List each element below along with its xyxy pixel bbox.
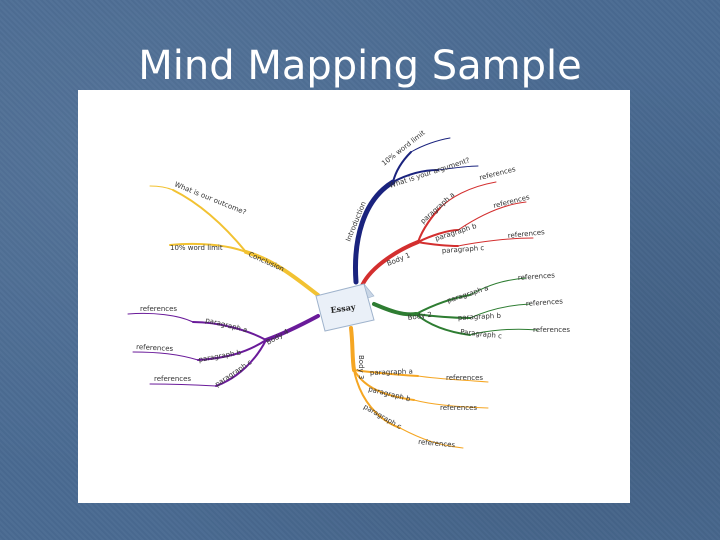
body-2-paragraph-a: paragraph a [446, 284, 489, 305]
conclusion-label: Conclusion [247, 251, 285, 274]
branch-body-3 [349, 326, 489, 449]
body-3-paragraph-b: paragraph b [368, 385, 412, 403]
body-4-label: Body 4 [265, 327, 291, 346]
conclusion-word-limit: 10% word limit [170, 244, 223, 252]
body-1-references-b: references [493, 193, 531, 210]
body-1-paragraph-c: paragraph c [442, 244, 485, 255]
body-3-paragraph-c: paragraph c [362, 403, 403, 431]
body-4-paragraph-c: paragraph c [214, 358, 254, 388]
mind-map-image: Introduction 10% word limit What is your… [78, 90, 630, 503]
body-2-references-a: references [518, 271, 556, 282]
body-1-references-a: references [479, 165, 517, 182]
slide-title: Mind Mapping Sample [138, 43, 582, 89]
body-4-paragraph-b: paragraph b [198, 349, 242, 364]
body-3-references-c: references [418, 438, 456, 449]
introduction-argument: What is your argument? [388, 156, 471, 190]
body-1-paragraph-b: paragraph b [434, 222, 478, 243]
body-4-references-c: references [154, 375, 191, 383]
body-3-label: Body 3 [357, 355, 365, 379]
body-1-label: Body 1 [386, 251, 412, 268]
branch-body-2 [372, 277, 539, 336]
mind-map-diagram: Introduction 10% word limit What is your… [127, 129, 570, 449]
body-4-references-b: references [136, 343, 174, 353]
body-2-references-c: references [533, 326, 570, 334]
conclusion-outcome: What is our outcome? [173, 180, 247, 216]
body-2-references-b: references [526, 297, 564, 308]
body-3-paragraph-a: paragraph a [370, 368, 413, 377]
center-essay-label: Essay [330, 302, 356, 315]
body-2-label: Body 2 [407, 311, 432, 322]
body-4-references-a: references [140, 305, 177, 313]
center-node: Essay [315, 283, 375, 332]
branch-body-4 [127, 312, 320, 387]
body-3-references-b: references [440, 404, 477, 412]
body-3-references-a: references [446, 374, 483, 382]
body-1-references-c: references [507, 228, 545, 240]
branch-conclusion [149, 185, 320, 297]
body-1-paragraph-a: paragraph a [419, 191, 456, 226]
body-2-paragraph-b: paragraph b [458, 312, 502, 322]
branch-body-1 [359, 181, 534, 290]
branch-introduction [353, 137, 479, 285]
body-4-paragraph-a: paragraph a [205, 316, 249, 334]
